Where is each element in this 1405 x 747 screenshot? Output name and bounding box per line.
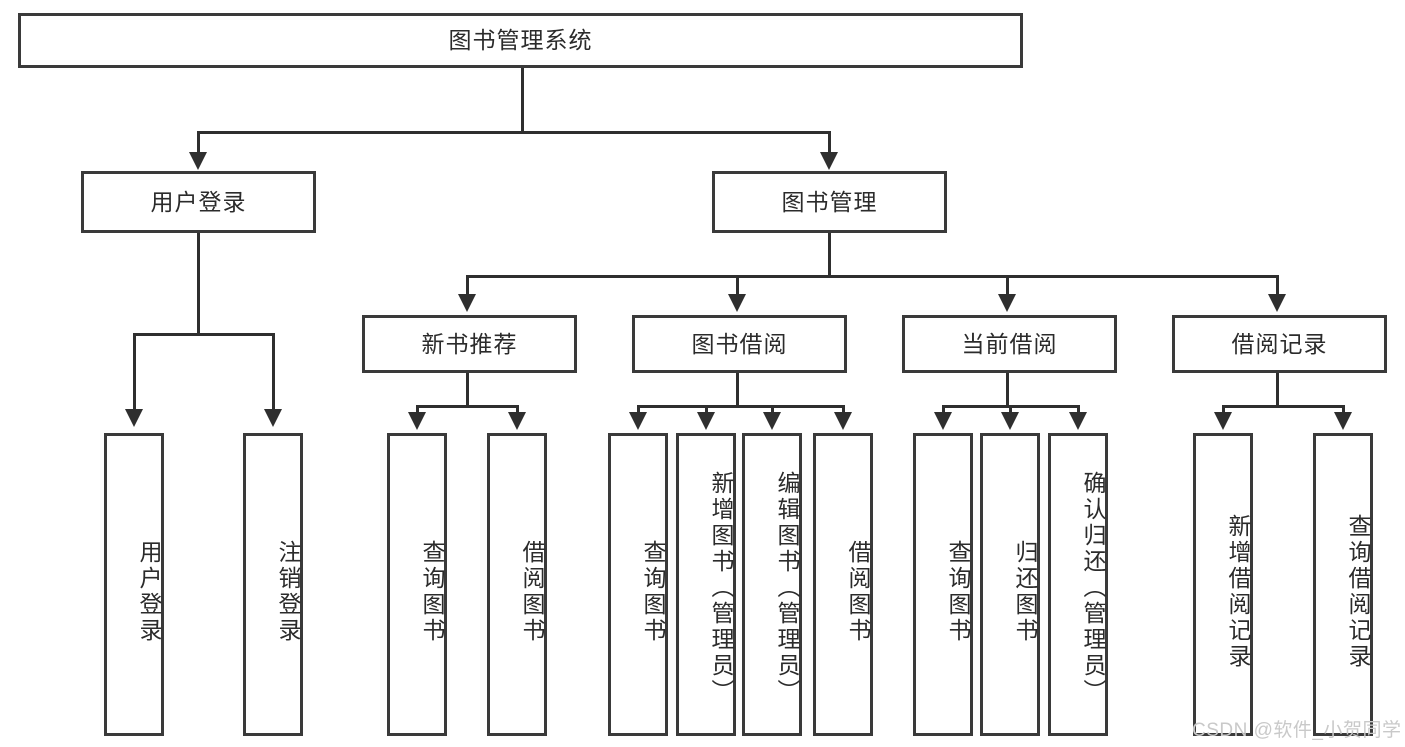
node-root-system[interactable]: 图书管理系统 bbox=[18, 13, 1023, 68]
node-label: 当前借阅 bbox=[961, 330, 1058, 357]
node-book-management[interactable]: 图书管理 bbox=[712, 171, 947, 233]
edge-nbr-stem bbox=[466, 373, 469, 407]
node-leaf-user-login[interactable]: 用户登录 bbox=[104, 433, 164, 736]
edge-bb-drop-1 bbox=[637, 405, 640, 415]
node-label: 确认归还（管理员） bbox=[1080, 470, 1106, 705]
node-label: 新增图书（管理员） bbox=[708, 470, 734, 705]
node-leaf-query-book-2[interactable]: 查询图书 bbox=[608, 433, 668, 736]
node-leaf-add-book[interactable]: 新增图书（管理员） bbox=[676, 433, 736, 736]
edge-br-drop-2 bbox=[1342, 405, 1345, 415]
arrow-br-leaf-1 bbox=[1214, 412, 1232, 430]
csdn-watermark: CSDN @软件_小贺同学 bbox=[1192, 720, 1402, 741]
node-label: 借阅图书 bbox=[845, 539, 871, 644]
arrow-bm-to-current-borrow bbox=[998, 294, 1016, 312]
node-user-login[interactable]: 用户登录 bbox=[81, 171, 316, 233]
arrow-bm-to-book-borrow bbox=[728, 294, 746, 312]
node-leaf-query-record[interactable]: 查询借阅记录 bbox=[1313, 433, 1373, 736]
edge-br-stem bbox=[1276, 373, 1279, 407]
edge-br-bus bbox=[1222, 405, 1342, 408]
node-label: 查询图书 bbox=[945, 539, 971, 644]
node-label: 新书推荐 bbox=[421, 330, 518, 357]
arrow-cb-leaf-2 bbox=[1001, 412, 1019, 430]
node-label: 图书借阅 bbox=[691, 330, 788, 357]
edge-user-login-stem bbox=[197, 233, 200, 335]
node-current-borrow[interactable]: 当前借阅 bbox=[902, 315, 1117, 373]
arrow-bm-to-borrow-record bbox=[1268, 294, 1286, 312]
edge-user-login-drop-2 bbox=[272, 333, 275, 411]
edge-user-login-drop-1 bbox=[133, 333, 136, 411]
node-leaf-borrow-book-2[interactable]: 借阅图书 bbox=[813, 433, 873, 736]
arrow-user-login-leaf-2 bbox=[264, 409, 282, 427]
arrow-bb-leaf-1 bbox=[629, 412, 647, 430]
edge-bm-drop-2 bbox=[736, 275, 739, 297]
node-leaf-return-book[interactable]: 归还图书 bbox=[980, 433, 1040, 736]
node-leaf-edit-book[interactable]: 编辑图书（管理员） bbox=[742, 433, 802, 736]
edge-bb-drop-3 bbox=[771, 405, 774, 415]
edge-cb-drop-3 bbox=[1077, 405, 1080, 415]
node-label: 用户登录 bbox=[136, 539, 162, 644]
edge-book-management-stem bbox=[828, 233, 831, 277]
node-label: 查询借阅记录 bbox=[1345, 513, 1371, 670]
edge-cb-stem bbox=[1006, 373, 1009, 407]
node-label: 编辑图书（管理员） bbox=[774, 470, 800, 705]
node-label: 新增借阅记录 bbox=[1225, 513, 1251, 670]
edge-bm-drop-3 bbox=[1006, 275, 1009, 297]
edge-bb-bus bbox=[637, 405, 845, 408]
edge-bb-drop-2 bbox=[705, 405, 708, 415]
arrow-bb-leaf-2 bbox=[697, 412, 715, 430]
node-label: 借阅记录 bbox=[1231, 330, 1328, 357]
node-leaf-confirm-return[interactable]: 确认归还（管理员） bbox=[1048, 433, 1108, 736]
node-borrow-record[interactable]: 借阅记录 bbox=[1172, 315, 1387, 373]
arrow-root-to-book-management bbox=[820, 152, 838, 170]
arrow-nbr-leaf-1 bbox=[408, 412, 426, 430]
node-leaf-add-record[interactable]: 新增借阅记录 bbox=[1193, 433, 1253, 736]
node-label: 查询图书 bbox=[640, 539, 666, 644]
arrow-user-login-leaf-1 bbox=[125, 409, 143, 427]
arrow-nbr-leaf-2 bbox=[508, 412, 526, 430]
arrow-bm-to-new-book-recommend bbox=[458, 294, 476, 312]
edge-user-login-bus bbox=[133, 333, 272, 336]
edge-nbr-bus bbox=[416, 405, 516, 408]
edge-cb-drop-2 bbox=[1009, 405, 1012, 415]
node-label: 查询图书 bbox=[419, 539, 445, 644]
node-book-borrow[interactable]: 图书借阅 bbox=[632, 315, 847, 373]
node-label: 用户登录 bbox=[150, 188, 247, 215]
arrow-root-to-user-login bbox=[189, 152, 207, 170]
node-leaf-query-book-1[interactable]: 查询图书 bbox=[387, 433, 447, 736]
arrow-bb-leaf-4 bbox=[834, 412, 852, 430]
edge-bm-drop-1 bbox=[466, 275, 469, 297]
edge-bb-stem bbox=[736, 373, 739, 407]
edge-root-to-book-management bbox=[828, 131, 831, 155]
edge-bm-drop-4 bbox=[1276, 275, 1279, 297]
edge-root-stem bbox=[521, 68, 524, 133]
arrow-bb-leaf-3 bbox=[763, 412, 781, 430]
edge-bb-drop-4 bbox=[842, 405, 845, 415]
edge-root-bus bbox=[197, 131, 831, 134]
node-label: 借阅图书 bbox=[519, 539, 545, 644]
node-leaf-query-book-3[interactable]: 查询图书 bbox=[913, 433, 973, 736]
arrow-br-leaf-2 bbox=[1334, 412, 1352, 430]
node-new-book-recommend[interactable]: 新书推荐 bbox=[362, 315, 577, 373]
node-label: 归还图书 bbox=[1012, 539, 1038, 644]
edge-nbr-drop-2 bbox=[516, 405, 519, 415]
arrow-cb-leaf-3 bbox=[1069, 412, 1087, 430]
node-leaf-logout[interactable]: 注销登录 bbox=[243, 433, 303, 736]
arrow-cb-leaf-1 bbox=[934, 412, 952, 430]
node-label: 注销登录 bbox=[275, 539, 301, 644]
node-label: 图书管理系统 bbox=[448, 27, 593, 54]
edge-cb-drop-1 bbox=[942, 405, 945, 415]
edge-nbr-drop-1 bbox=[416, 405, 419, 415]
node-leaf-borrow-book-1[interactable]: 借阅图书 bbox=[487, 433, 547, 736]
edge-root-to-user-login bbox=[197, 131, 200, 155]
node-label: 图书管理 bbox=[781, 188, 878, 215]
edge-br-drop-1 bbox=[1222, 405, 1225, 415]
edge-book-management-bus bbox=[466, 275, 1278, 278]
